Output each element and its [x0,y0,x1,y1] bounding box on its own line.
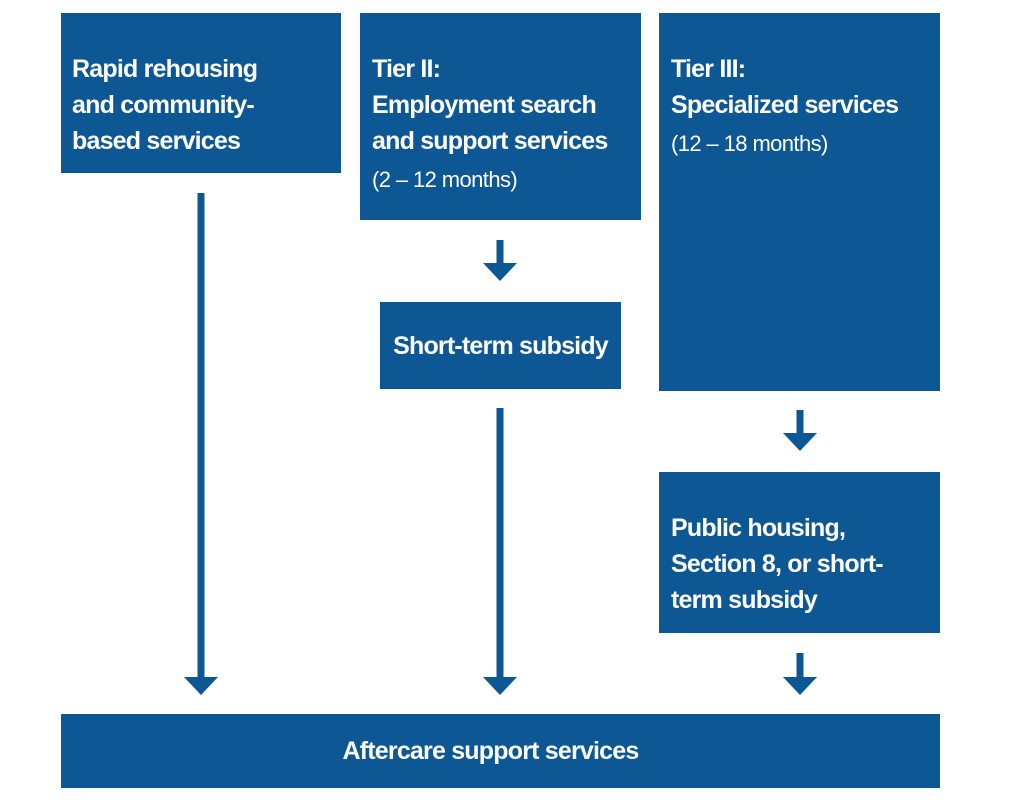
rapid-rehousing-box: Rapid rehousing and community- based ser… [61,13,341,173]
short-term-subsidy-title: Short-term subsidy [393,331,609,360]
arrow-public-housing-to-aftercare-icon [783,653,817,695]
tier3-duration: (12 – 18 months) [671,131,828,156]
public-housing-title: Public housing, Section 8, or short- ter… [671,514,884,614]
arrow-short-term-to-aftercare-icon [483,408,517,695]
tier2-title: Tier II: Employment search and support s… [372,55,608,155]
tier2-duration: (2 – 12 months) [372,167,518,192]
arrow-tier2-to-short-term-icon [483,240,517,281]
aftercare-title: Aftercare support services [342,737,639,765]
rapid-rehousing-title: Rapid rehousing and community- based ser… [72,55,258,155]
tier2-box: Tier II: Employment search and support s… [360,13,641,220]
aftercare-box: Aftercare support services [61,714,940,788]
tier3-title: Tier III: Specialized services [671,55,899,119]
tier3-box: Tier III: Specialized services (12 – 18 … [659,13,940,391]
arrow-tier3-to-public-housing-icon [783,410,817,451]
arrow-rapid-to-aftercare-icon [184,193,218,695]
public-housing-box: Public housing, Section 8, or short- ter… [659,472,940,633]
short-term-subsidy-box: Short-term subsidy [380,302,621,389]
